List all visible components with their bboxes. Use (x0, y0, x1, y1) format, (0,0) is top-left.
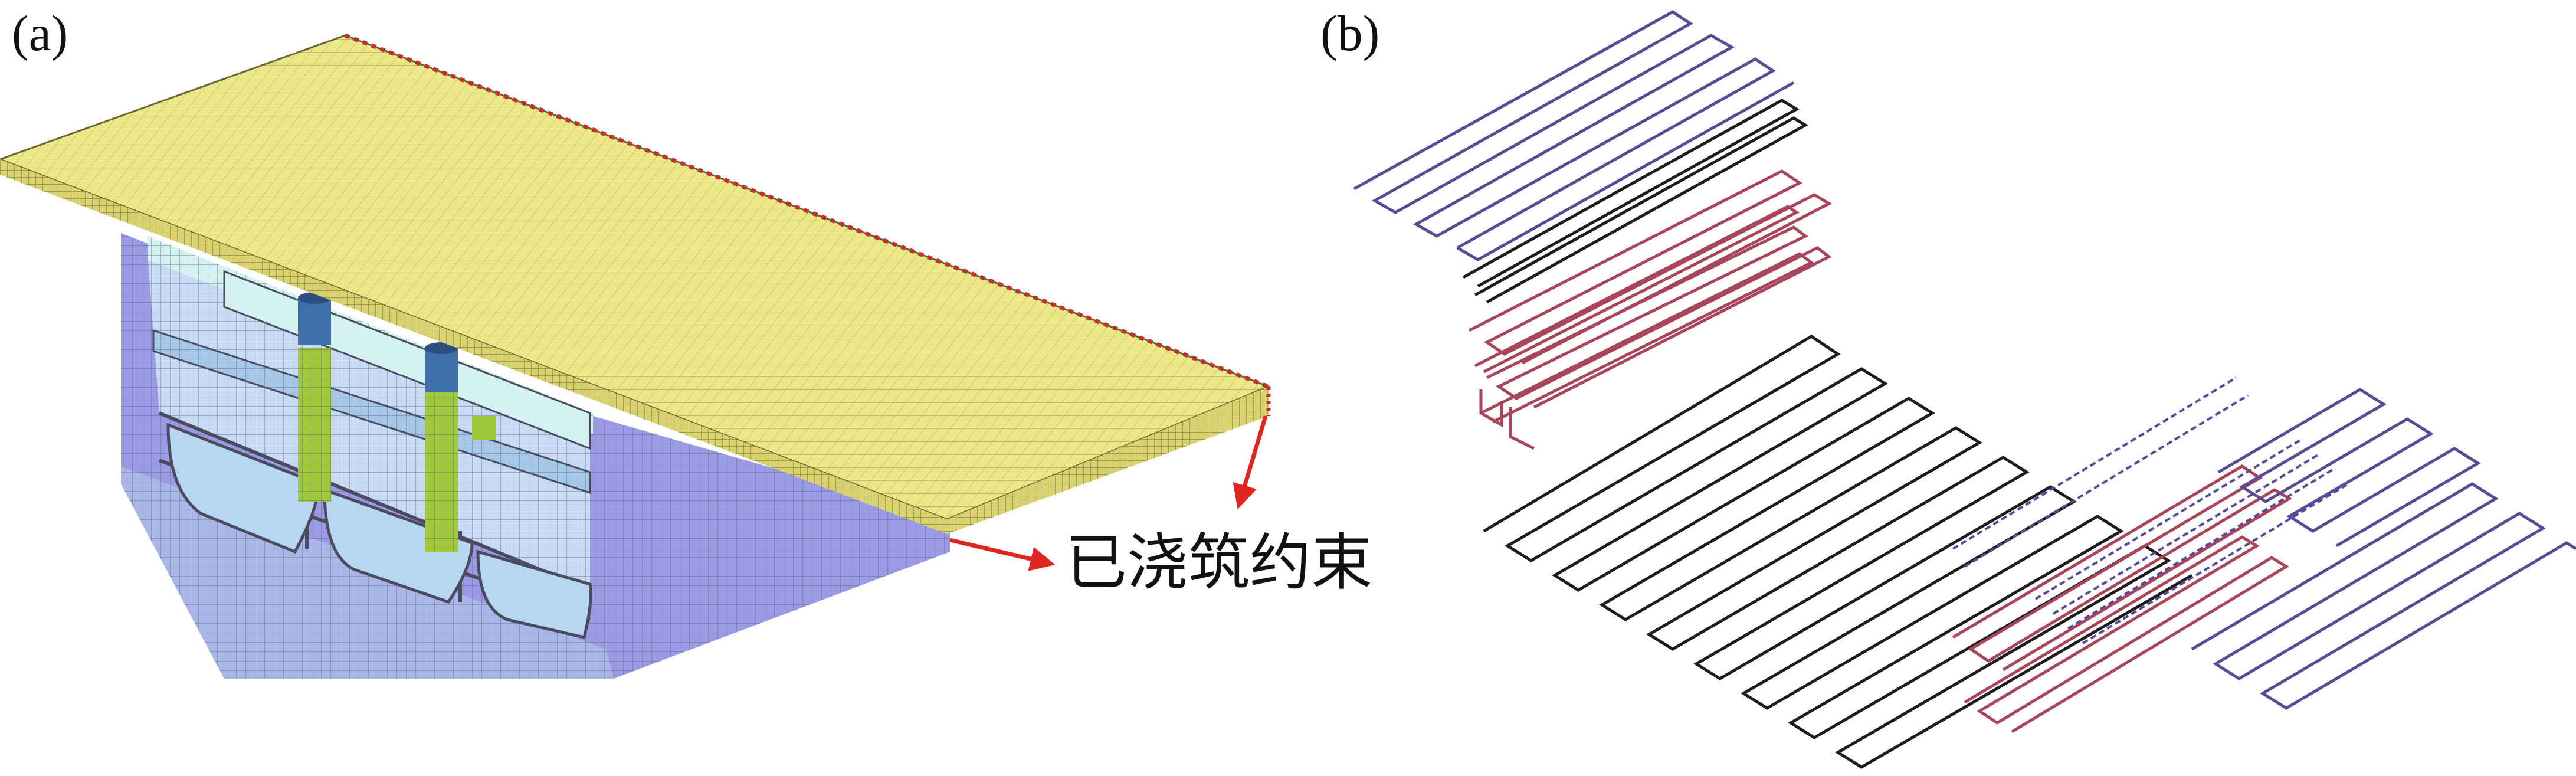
pipe-loop-large-black (1483, 335, 2193, 769)
pipe-loop-lower-red-small (1479, 389, 1535, 450)
box-girder-model (0, 33, 1271, 679)
deck-back-edge-constraint (344, 33, 1270, 389)
constraint-arrow-girder (949, 538, 1056, 571)
panel-b-label: (b) (1320, 5, 1380, 61)
pillar-right (425, 342, 458, 552)
cooling-pipe-layout (1353, 10, 2576, 769)
pipe-loop-upper-red (1468, 169, 1833, 424)
pipe-loop-upper-black (1462, 99, 1808, 304)
panel-a-label: (a) (12, 5, 68, 61)
pipe-loop-right-purple (2191, 388, 2576, 710)
constraint-annotation: 已浇筑约束 (1066, 526, 1373, 598)
pipe-loop-lower-purple-dashed (1952, 376, 2349, 644)
pipe-loop-top-purple (1353, 10, 1776, 250)
pillar-left (298, 292, 331, 502)
constraint-arrow-deck (1233, 415, 1268, 510)
pillar-rear (472, 416, 496, 440)
